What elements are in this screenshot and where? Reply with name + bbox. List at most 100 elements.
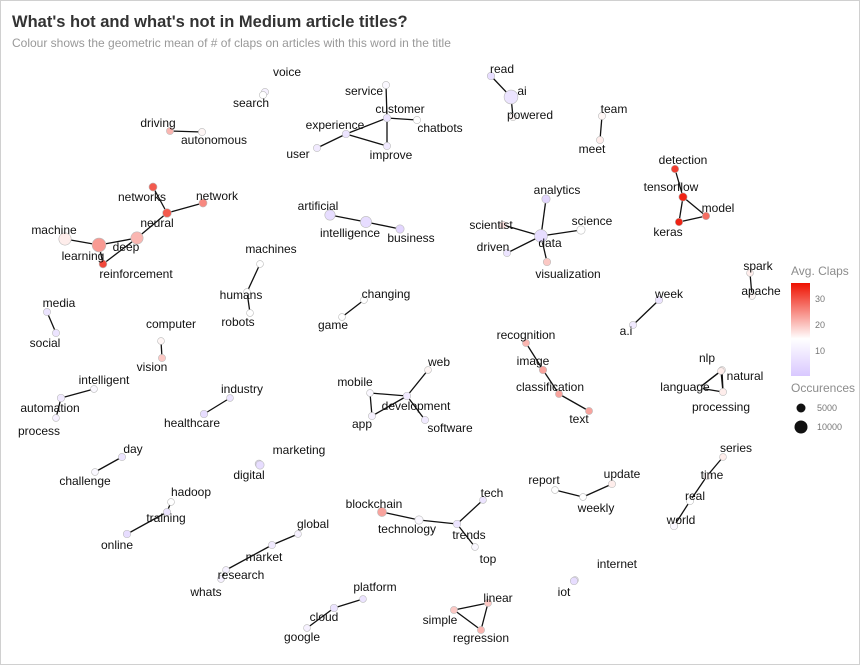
node-driving[interactable] xyxy=(166,127,174,135)
node-software[interactable] xyxy=(421,416,429,424)
node-google[interactable] xyxy=(303,624,311,632)
node-image[interactable] xyxy=(538,365,548,375)
node-keras[interactable] xyxy=(674,217,684,227)
label-layer: voicesearchdrivingautonomousservicecusto… xyxy=(18,62,781,645)
node-model[interactable] xyxy=(701,211,711,221)
node-changing[interactable] xyxy=(360,296,368,304)
node-real[interactable] xyxy=(686,497,694,505)
node-apache[interactable] xyxy=(748,292,756,300)
node-hadoop[interactable] xyxy=(167,498,175,506)
node-science[interactable] xyxy=(576,225,586,235)
node-experience[interactable] xyxy=(341,129,351,139)
node-media[interactable] xyxy=(43,308,51,316)
node-technology[interactable] xyxy=(414,515,424,525)
node-label-hadoop: hadoop xyxy=(171,485,211,499)
node-text[interactable] xyxy=(585,407,593,415)
node-intelligent[interactable] xyxy=(90,385,98,393)
node-visualization[interactable] xyxy=(542,257,552,267)
node-user[interactable] xyxy=(313,144,321,152)
node-vision[interactable] xyxy=(158,354,166,362)
node-learning[interactable] xyxy=(91,237,107,253)
node-processing[interactable] xyxy=(719,388,727,396)
node-iot[interactable] xyxy=(569,576,579,586)
node-online[interactable] xyxy=(122,529,132,539)
node-humans[interactable] xyxy=(243,288,251,296)
node-spark[interactable] xyxy=(746,269,754,277)
node-simple[interactable] xyxy=(450,606,458,614)
node-networks[interactable] xyxy=(148,182,158,192)
node-neural[interactable] xyxy=(162,208,172,218)
node-analytics[interactable] xyxy=(541,194,551,204)
node-platform[interactable] xyxy=(359,595,367,603)
node-machines[interactable] xyxy=(256,260,264,268)
node-report[interactable] xyxy=(551,486,559,494)
node-challenge[interactable] xyxy=(91,468,99,476)
node-natural[interactable] xyxy=(717,367,725,375)
node-computer[interactable] xyxy=(157,337,165,345)
node-social[interactable] xyxy=(52,329,60,337)
node-world[interactable] xyxy=(669,521,679,531)
node-process[interactable] xyxy=(52,414,60,422)
node-powered[interactable] xyxy=(509,113,517,121)
node-market[interactable] xyxy=(268,541,276,549)
node-cloud[interactable] xyxy=(329,603,339,613)
node-training[interactable] xyxy=(163,508,171,516)
node-linear[interactable] xyxy=(484,599,492,607)
node-global[interactable] xyxy=(294,530,302,538)
node-reinforcement[interactable] xyxy=(98,259,108,269)
node-day[interactable] xyxy=(118,453,126,461)
node-game[interactable] xyxy=(338,313,346,321)
node-research[interactable] xyxy=(222,566,230,574)
edge-experience-improve xyxy=(345,133,388,147)
node-tech[interactable] xyxy=(479,496,487,504)
node-data[interactable] xyxy=(534,229,548,243)
node-mobile[interactable] xyxy=(366,389,374,397)
node-autonomous[interactable] xyxy=(198,128,206,136)
node-customer[interactable] xyxy=(382,113,392,123)
node-digital[interactable] xyxy=(255,460,265,470)
node-classification[interactable] xyxy=(555,390,563,398)
node-artificial[interactable] xyxy=(324,209,336,221)
node-series[interactable] xyxy=(719,453,727,461)
node-automation[interactable] xyxy=(56,393,66,403)
node-a.i[interactable] xyxy=(629,321,637,329)
node-team[interactable] xyxy=(598,112,606,120)
node-time[interactable] xyxy=(703,472,711,480)
node-improve[interactable] xyxy=(383,142,391,150)
node-top[interactable] xyxy=(471,543,479,551)
node-ai[interactable] xyxy=(503,89,519,105)
node-read[interactable] xyxy=(486,71,496,81)
node-label-iot: iot xyxy=(558,585,571,599)
node-network[interactable] xyxy=(198,198,208,208)
node-web[interactable] xyxy=(424,366,432,374)
node-app[interactable] xyxy=(368,412,376,420)
node-driven[interactable] xyxy=(503,249,511,257)
node-recognition[interactable] xyxy=(522,339,530,347)
node-tensorflow[interactable] xyxy=(678,192,688,202)
node-business[interactable] xyxy=(395,224,405,234)
node-label-tech: tech xyxy=(481,486,504,500)
node-whats[interactable] xyxy=(217,575,225,583)
node-healthcare[interactable] xyxy=(199,409,209,419)
edge-mobile-development xyxy=(369,392,408,397)
node-week[interactable] xyxy=(654,295,664,305)
node-deep[interactable] xyxy=(130,231,144,245)
node-blockchain[interactable] xyxy=(377,507,387,517)
node-language[interactable] xyxy=(695,384,703,392)
node-weekly[interactable] xyxy=(579,493,587,501)
node-machine[interactable] xyxy=(58,232,72,246)
node-industry[interactable] xyxy=(226,394,234,402)
node-label-software: software xyxy=(427,421,473,435)
node-detection[interactable] xyxy=(670,164,680,174)
node-chatbots[interactable] xyxy=(413,116,421,124)
node-development[interactable] xyxy=(402,391,412,401)
node-robots[interactable] xyxy=(246,309,254,317)
node-meet[interactable] xyxy=(596,136,604,144)
node-trends[interactable] xyxy=(452,519,462,529)
node-update[interactable] xyxy=(608,480,616,488)
node-service[interactable] xyxy=(382,81,390,89)
node-intelligence[interactable] xyxy=(360,216,372,228)
node-search[interactable] xyxy=(259,91,267,99)
node-scientist[interactable] xyxy=(499,221,507,229)
node-regression[interactable] xyxy=(477,626,485,634)
